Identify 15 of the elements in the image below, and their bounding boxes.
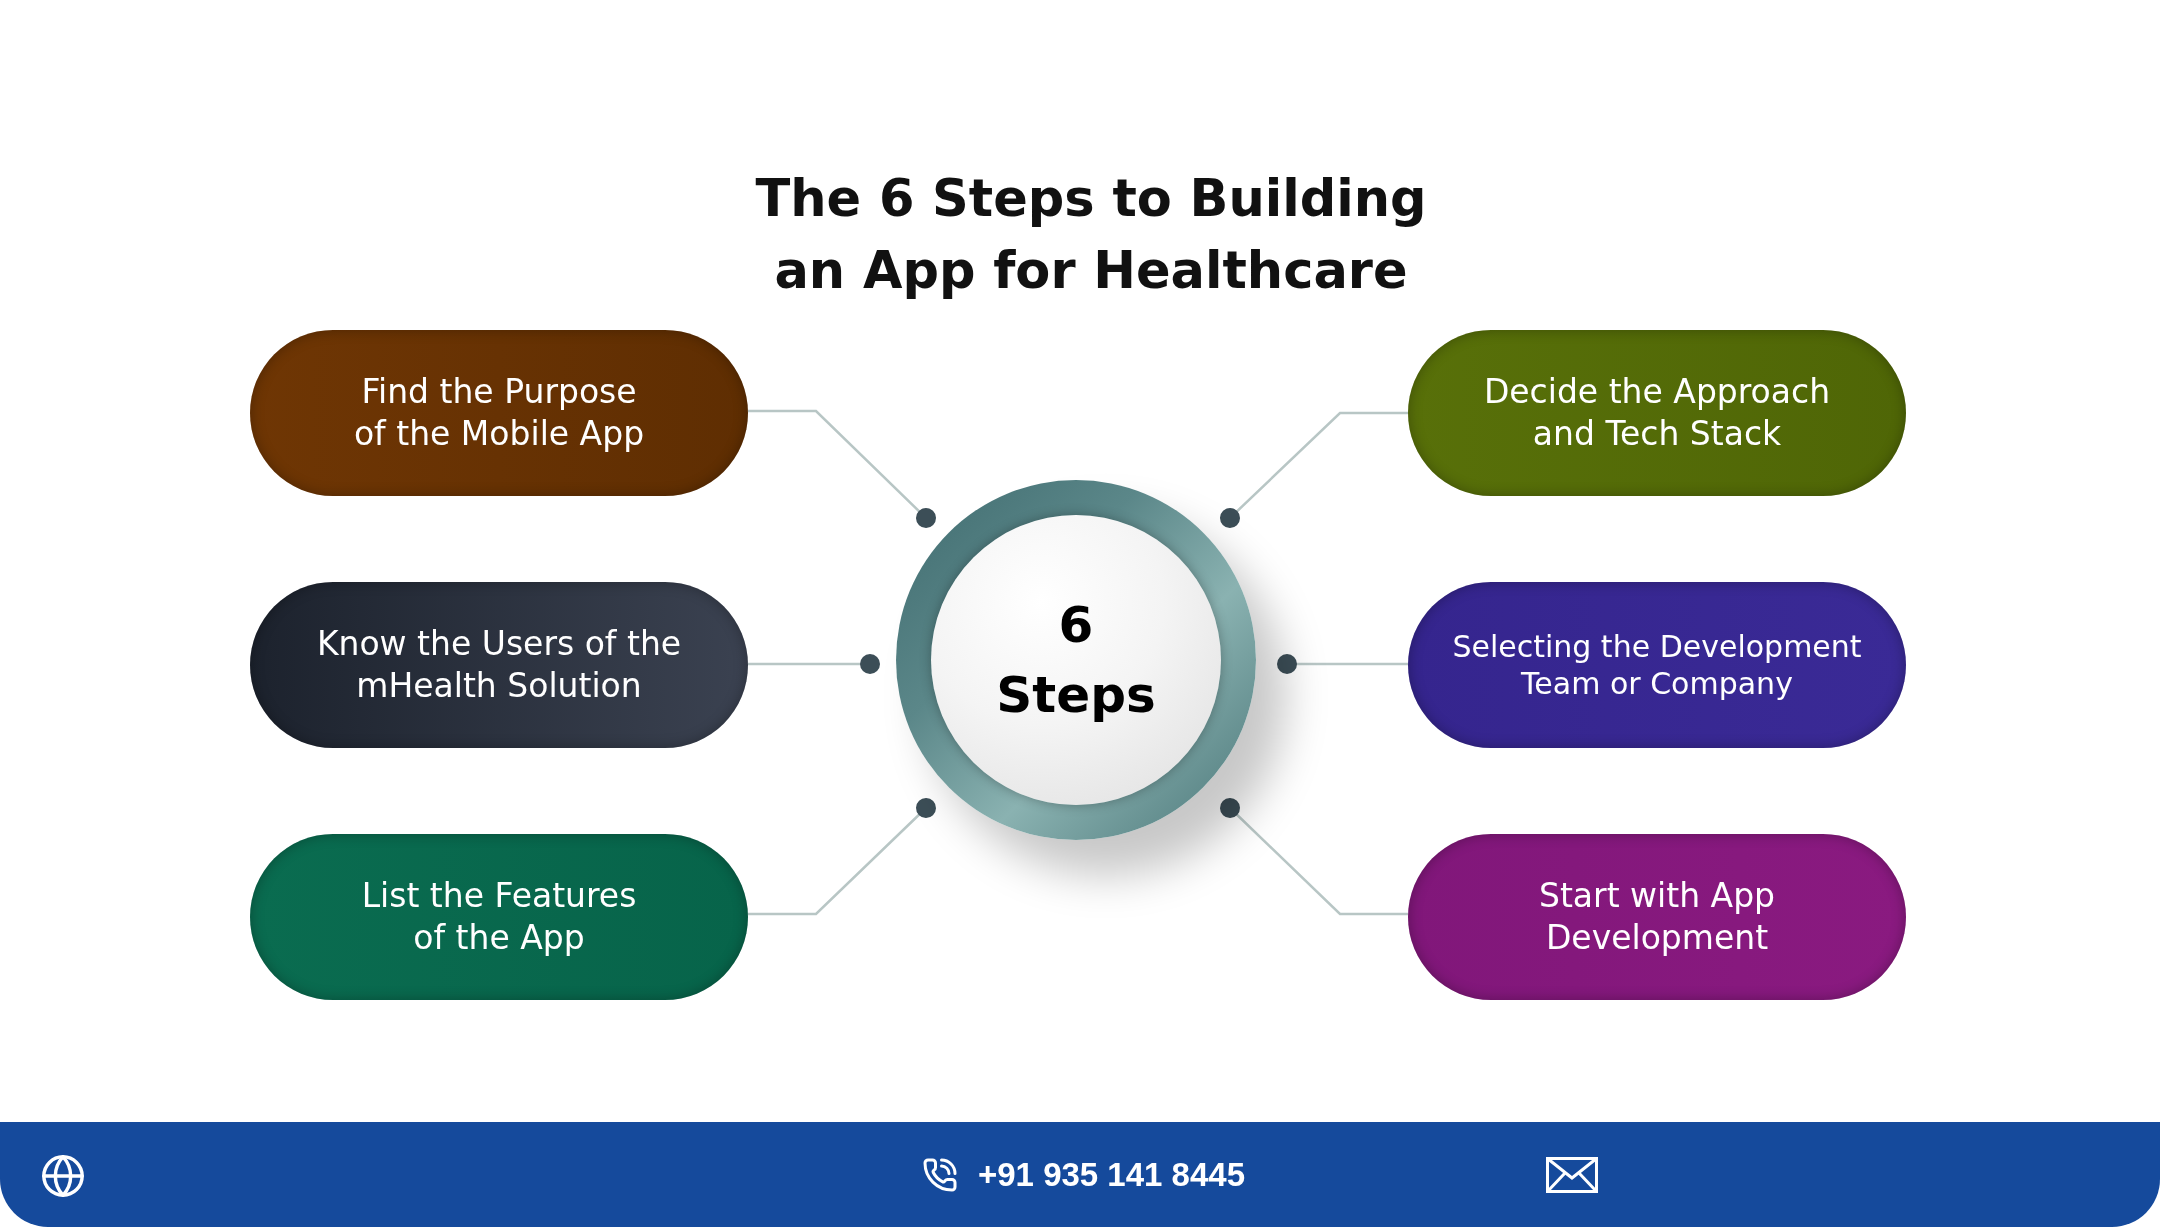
step-label: List the Features of the App [360,875,638,959]
connector-line [1220,411,1408,528]
connector-line [748,798,936,916]
step-label: Know the Users of the mHealth Solution [315,623,683,707]
step-label: Start with App Development [1537,875,1777,959]
connector-line [1220,798,1408,916]
center-label: 6 Steps [995,595,1157,726]
step-label: Decide the Approach and Tech Stack [1482,371,1832,455]
step-label: Selecting the Development Team or Company [1451,628,1863,702]
connector-line [1277,654,1408,674]
connector-line [748,654,880,674]
step-label: Find the Purpose of the Mobile App [352,371,646,455]
connector-line [748,409,936,528]
title: The 6 Steps to Building an App for Healthcare [754,168,1428,302]
phone-number: +91 935 141 8445 [978,1155,1245,1195]
